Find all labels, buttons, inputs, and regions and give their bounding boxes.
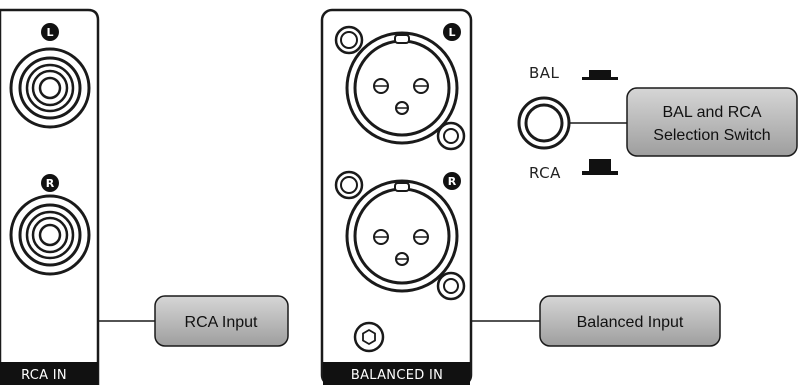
xlr-left-jack[interactable] <box>345 31 466 151</box>
balanced-input-callout: Balanced Input <box>539 295 721 347</box>
xlr-left-screw <box>334 25 364 55</box>
rca-left-jack[interactable] <box>9 47 91 129</box>
rca-right-channel-marker: R <box>41 174 59 192</box>
switch-bal-position-icon <box>582 70 618 80</box>
xlr-right-screw <box>334 170 364 200</box>
rca-left-letter: L <box>46 26 53 39</box>
balanced-right-letter: R <box>448 175 457 188</box>
xlr-right-jack[interactable] <box>345 179 466 301</box>
balanced-left-channel-marker: L <box>443 23 461 41</box>
switch-rca-label: RCA <box>529 164 561 182</box>
rca-right-jack[interactable] <box>9 194 91 276</box>
balanced-right-channel-marker: R <box>443 172 461 190</box>
balanced-in-panel: BALANCED IN L <box>320 8 473 385</box>
balanced-input-callout-text: Balanced Input <box>577 314 684 331</box>
rca-in-label: RCA IN <box>21 368 67 383</box>
switch-callout-line2: Selection Switch <box>653 127 770 144</box>
rca-right-letter: R <box>46 177 55 190</box>
rca-left-channel-marker: L <box>41 23 59 41</box>
rca-input-callout-text: RCA Input <box>185 314 258 331</box>
balanced-in-label: BALANCED IN <box>351 368 443 383</box>
switch-callout-line1: BAL and RCA <box>662 104 761 121</box>
selection-switch-knob[interactable] <box>517 96 571 150</box>
switch-bal-label: BAL <box>529 64 560 82</box>
rca-in-panel: RCA IN L R <box>0 8 100 385</box>
rca-input-callout: RCA Input <box>154 295 289 347</box>
ground-screw <box>353 321 385 353</box>
switch-callout: BAL and RCA Selection Switch <box>626 87 798 157</box>
bal-rca-switch[interactable]: BAL RCA <box>517 64 618 182</box>
switch-rca-position-icon <box>582 159 618 175</box>
balanced-left-letter: L <box>448 26 455 39</box>
